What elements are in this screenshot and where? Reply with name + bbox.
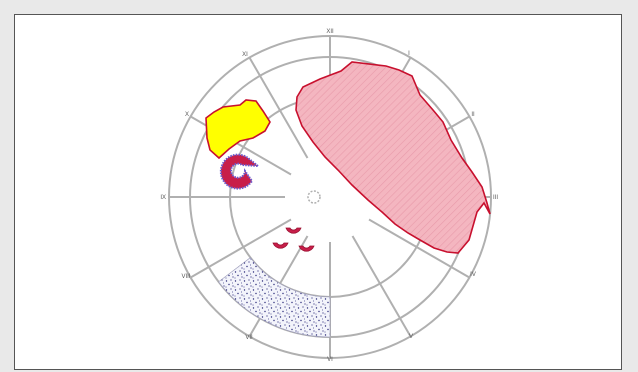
hour-label-xi: XI [242,52,248,58]
optic-disc-marker [308,191,320,203]
spoke-v [353,236,411,336]
hour-label-ix: IX [160,195,166,201]
hour-label-viii: VIII [181,274,190,280]
hour-label-iii: III [493,195,498,201]
hour-label-iv: IV [470,272,476,278]
yellow-lesion [206,100,270,158]
small-crescent-upper [286,228,301,233]
hour-label-x: X [185,112,189,118]
crescent-lesion-large [221,155,258,189]
hour-label-vii: VII [245,335,253,341]
small-crescent-left [273,243,288,248]
hour-label-ii: II [471,112,475,118]
hour-label-xii: XII [326,29,334,35]
hour-label-v: V [409,334,413,340]
small-crescent-right [299,246,314,251]
small-crescent-group [273,228,314,251]
hour-label-vi: VI [327,357,333,363]
pink-hatched-lesion [296,62,490,253]
stippled-zone [219,258,330,337]
